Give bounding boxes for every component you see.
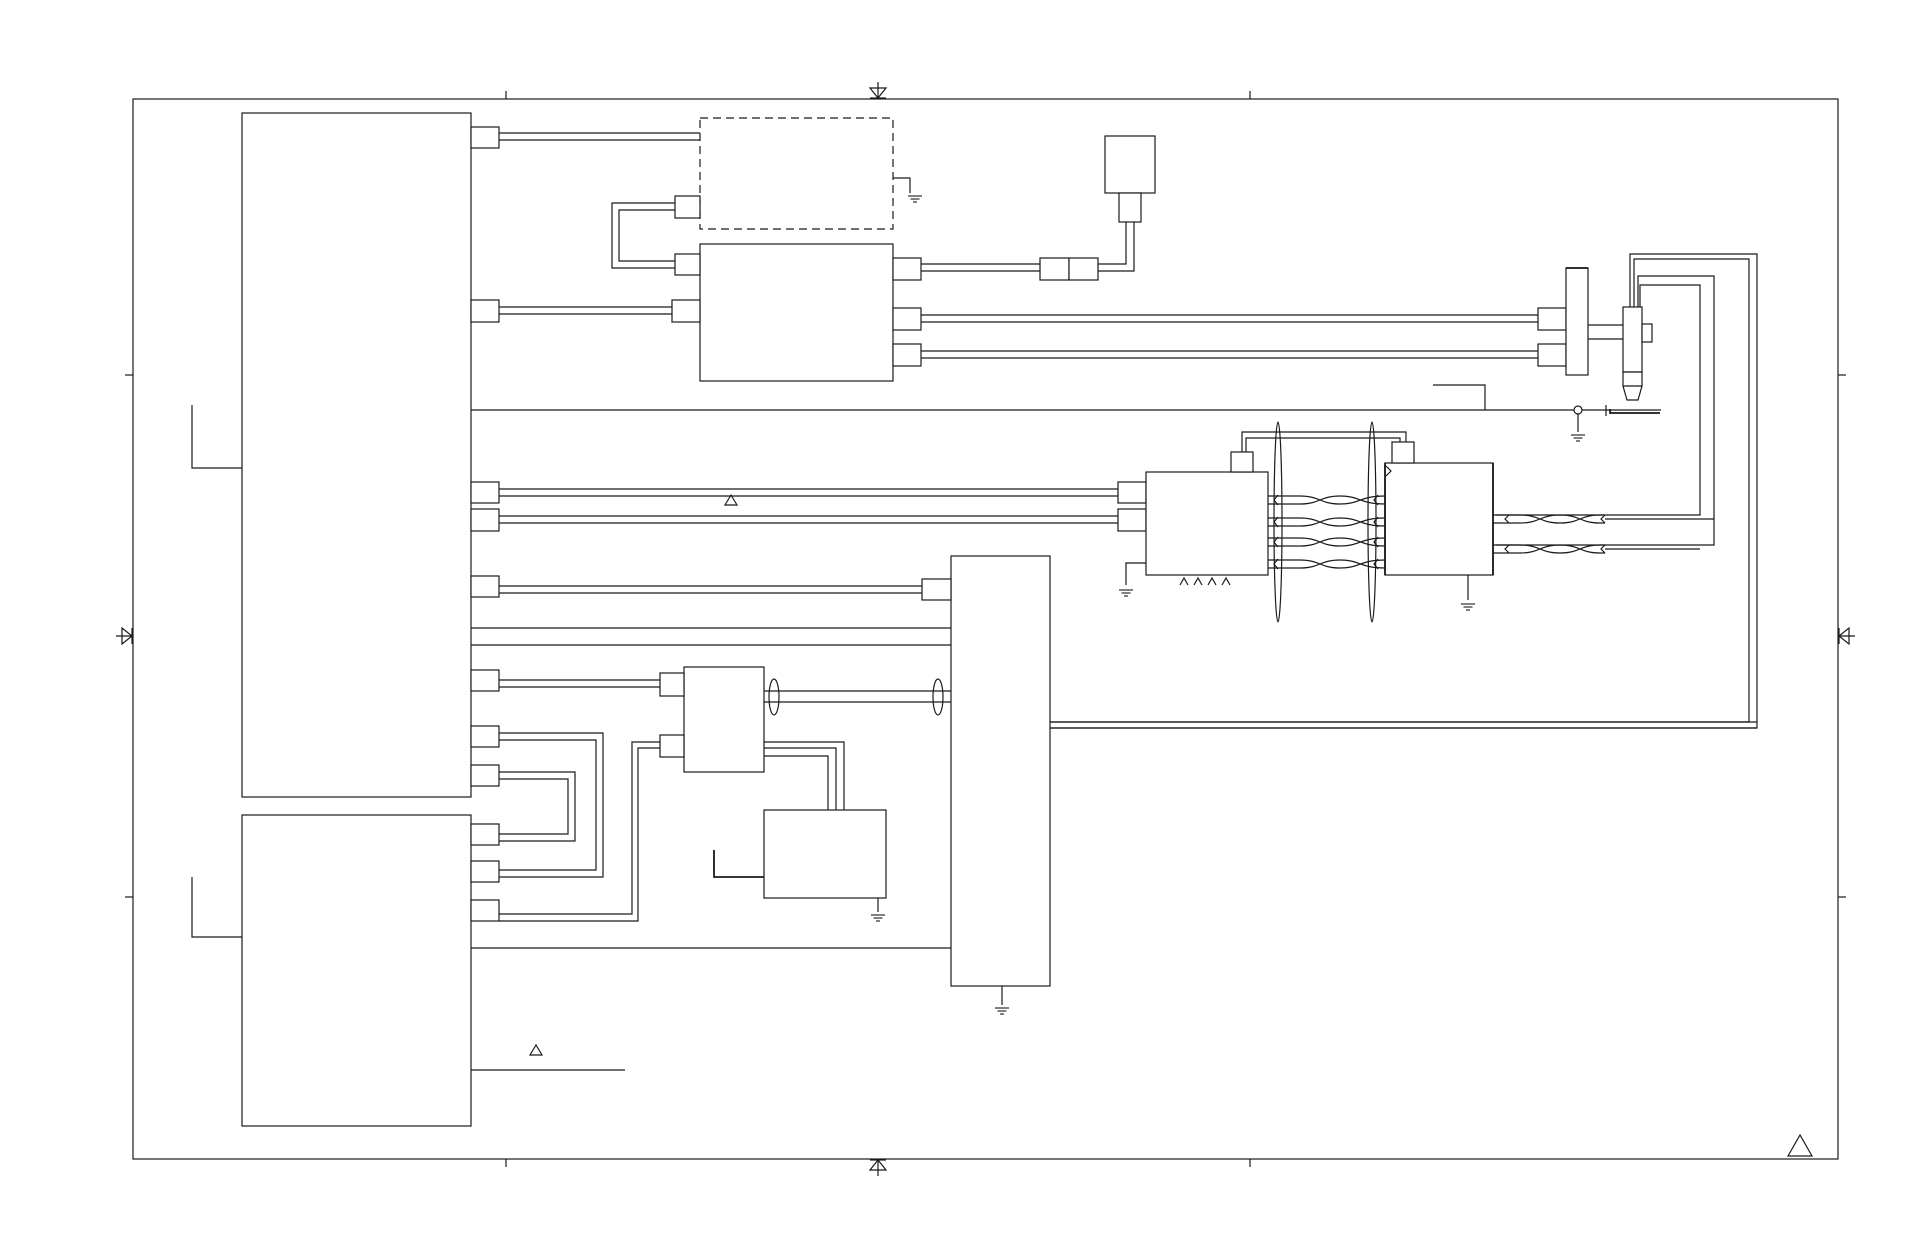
- connector: [671, 299, 701, 323]
- ground-symbol-icon: [994, 1007, 1010, 1015]
- terminal-block: [1565, 267, 1589, 376]
- lower-board: [241, 814, 472, 1127]
- interface-board-b: [1384, 462, 1494, 576]
- revision-triangle-icon: [528, 1043, 544, 1056]
- revision-triangle-icon: [723, 493, 739, 506]
- control-module: [683, 666, 765, 773]
- cable-bundle-ellipse-icon: [1367, 421, 1377, 623]
- cable-bundle-ellipse-icon: [1273, 421, 1283, 623]
- leader-line: [191, 405, 242, 469]
- pin-marks: [1179, 576, 1231, 586]
- distribution-board: [950, 555, 1051, 987]
- connector: [1230, 451, 1254, 473]
- center-mark-icon: [868, 82, 888, 99]
- twisted-pair-icon: [1493, 514, 1606, 554]
- zone-ticks: [125, 91, 1846, 1167]
- connector: [1117, 481, 1147, 504]
- junction-point: [1573, 405, 1583, 415]
- sensor-device: [1104, 135, 1156, 194]
- sheet-border: [132, 98, 1839, 1160]
- ground-symbol-icon: [1460, 603, 1476, 611]
- inline-connector: [1039, 257, 1070, 281]
- ground-symbol-icon: [1570, 434, 1586, 442]
- ground-symbol-icon: [870, 914, 886, 922]
- connector: [1537, 343, 1567, 367]
- probe-tab: [1641, 323, 1653, 343]
- connector: [1391, 441, 1415, 464]
- revision-triangle-icon: [1786, 1133, 1814, 1157]
- connector: [892, 343, 922, 367]
- ground-symbol-icon: [1118, 589, 1134, 597]
- interface-board-a: [1145, 471, 1269, 576]
- center-mark-icon: [116, 626, 133, 646]
- inline-connector: [1068, 257, 1099, 281]
- connector: [892, 257, 922, 281]
- ground-symbol-icon: [907, 195, 923, 203]
- power-module: [699, 243, 894, 382]
- lower-board-connectors: [470, 823, 500, 922]
- center-mark-icon: [868, 1159, 888, 1176]
- connector: [659, 672, 685, 697]
- connector: [1118, 192, 1142, 223]
- connector: [892, 307, 922, 331]
- optional-module-dashed: [699, 117, 894, 230]
- main-board: [241, 112, 472, 798]
- connector-arrows: [1273, 465, 1392, 570]
- leader-line: [191, 877, 242, 938]
- connector: [659, 734, 685, 758]
- connector: [674, 253, 701, 276]
- power-supply-box: [763, 809, 887, 899]
- connector: [1117, 508, 1147, 532]
- main-board-connectors: [470, 126, 500, 787]
- center-mark-icon: [1838, 626, 1855, 646]
- cable-bundle-ellipse-icon: [768, 678, 780, 716]
- connector: [674, 195, 701, 219]
- probe-body: [1622, 306, 1643, 373]
- connector: [1537, 307, 1567, 331]
- jack-plug: [1609, 409, 1660, 414]
- connector: [921, 578, 952, 601]
- cable-bundle-ellipse-icon: [932, 678, 944, 716]
